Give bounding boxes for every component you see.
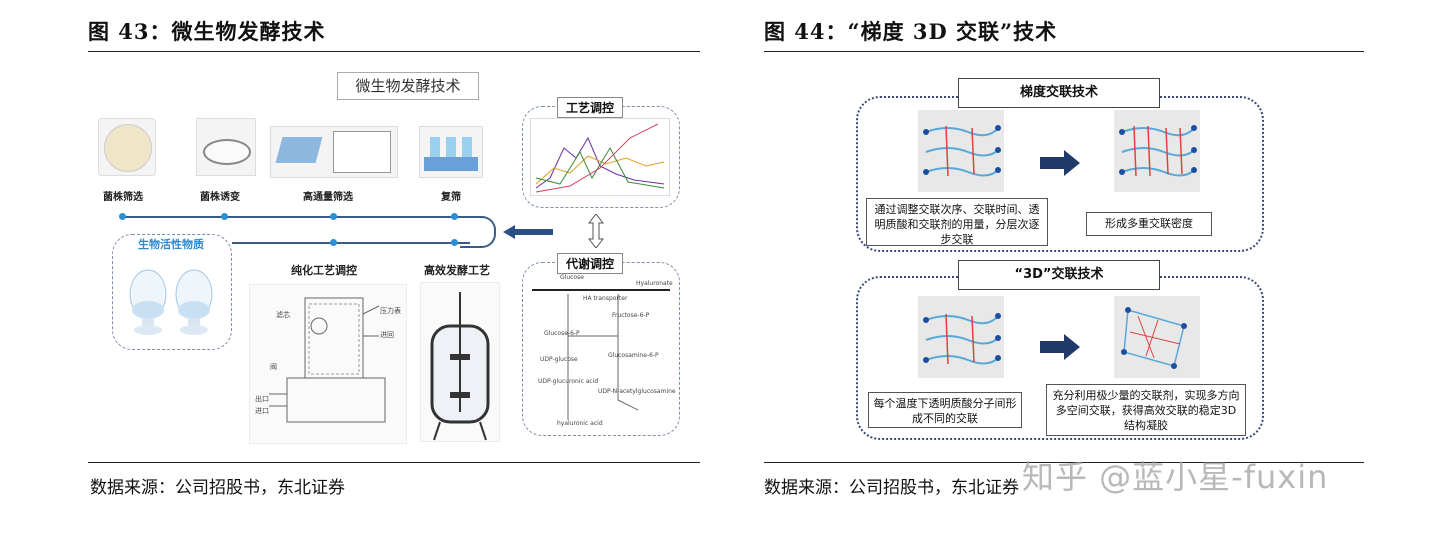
flask-shaker-image bbox=[419, 126, 483, 178]
udp-glucose-label: UDP-glucose bbox=[540, 356, 578, 363]
figure-43-title: 图 43：微生物发酵技术 bbox=[88, 19, 326, 44]
process-curve-chart bbox=[530, 118, 670, 196]
process-control-title: 工艺调控 bbox=[557, 97, 624, 118]
source-left: 数据来源：公司招股书，东北证券 bbox=[90, 478, 345, 498]
g6p-label: Glucose-6-P bbox=[544, 330, 580, 337]
step-dot bbox=[221, 213, 228, 220]
arrow-right-icon bbox=[1040, 334, 1080, 360]
source-rule-left bbox=[88, 462, 700, 463]
step-label-4: 复筛 bbox=[441, 192, 461, 203]
bio-active-label: 生物活性物质 bbox=[124, 236, 218, 254]
step-dot bbox=[451, 239, 458, 246]
glucose-label: Glucose bbox=[560, 274, 584, 281]
ha-label: hyaluronic acid bbox=[557, 420, 603, 427]
hyaluronate-label: Hyaluronate bbox=[636, 280, 673, 287]
step-label-2: 菌株诱变 bbox=[200, 192, 240, 203]
3d-text-left: 每个温度下透明质酸分子间形成不同的交联 bbox=[868, 392, 1022, 428]
3d-text-right: 充分利用极少量的交联剂，实现多方向多空间交联，获得高效交联的稳定3D结构凝胶 bbox=[1046, 384, 1246, 436]
gradient-text-right: 形成多重交联密度 bbox=[1086, 212, 1212, 236]
source-rule-right bbox=[764, 462, 1364, 463]
gradient-crosslink-header: 梯度交联技术 bbox=[958, 78, 1160, 108]
watermark: 知乎 @蓝小星-fuxin bbox=[1022, 458, 1329, 496]
network-image-before bbox=[918, 110, 1004, 192]
gradient-text-left: 通过调整交联次序、交联时间、透明质酸和交联剂的用量，分层次逐步交联 bbox=[866, 198, 1048, 246]
process-line-bottom bbox=[232, 242, 470, 244]
process-line-turn bbox=[460, 216, 496, 248]
step-dot bbox=[119, 213, 126, 220]
3d-crosslink-header: “3D”交联技术 bbox=[958, 260, 1160, 290]
purify-label: 纯化工艺调控 bbox=[291, 264, 357, 277]
temperature-network-image bbox=[918, 296, 1004, 378]
figure-44-title: 图 44：“梯度 3D 交联”技术 bbox=[764, 19, 1058, 44]
udp-glcnac-label: UDP-N-acetylglucosamine bbox=[598, 388, 676, 395]
title-rule-right bbox=[764, 51, 1364, 52]
inlet-return-label: 进回 bbox=[380, 331, 394, 339]
arrow-right-icon bbox=[1040, 150, 1080, 176]
inlet-label: 进口 bbox=[255, 407, 269, 415]
powder-flask-image bbox=[129, 269, 213, 335]
f6p-label: Fructose-6-P bbox=[612, 312, 650, 319]
ferment-label: 高效发酵工艺 bbox=[424, 264, 490, 277]
source-right: 数据来源：公司招股书，东北证券 bbox=[764, 478, 1019, 498]
valve-label: 阀 bbox=[270, 363, 277, 371]
step-label-3: 高通量筛选 bbox=[303, 192, 353, 203]
process-line-top bbox=[122, 216, 470, 218]
fermentation-banner: 微生物发酵技术 bbox=[337, 72, 479, 100]
purification-equipment-drawing bbox=[249, 284, 407, 444]
step-label-1: 菌株筛选 bbox=[103, 192, 143, 203]
plate-image bbox=[196, 118, 256, 176]
metabolic-pathway-diagram bbox=[532, 289, 670, 420]
fermenter-drawing bbox=[420, 282, 500, 442]
network-image-after bbox=[1114, 110, 1200, 192]
transporter-label: HA transporter bbox=[583, 295, 628, 302]
metabolic-control-title: 代谢调控 bbox=[557, 253, 624, 274]
bio-active-panel bbox=[112, 234, 232, 350]
title-rule-left bbox=[88, 51, 700, 52]
pressure-gauge-label: 压力表 bbox=[380, 307, 401, 315]
3d-network-image bbox=[1114, 296, 1200, 378]
step-dot bbox=[330, 213, 337, 220]
outlet-label: 出口 bbox=[255, 395, 269, 403]
filter-label: 滤芯 bbox=[276, 311, 290, 319]
step-dot bbox=[451, 213, 458, 220]
arrow-left-icon bbox=[503, 225, 553, 239]
screening-machine-image bbox=[270, 126, 398, 178]
double-arrow-icon bbox=[588, 214, 604, 248]
glucosamine-label: Glucosamine-6-P bbox=[608, 352, 659, 359]
step-dot bbox=[330, 239, 337, 246]
petri-dish-image bbox=[98, 118, 156, 176]
udp-glucuronic-label: UDP-glucuronic acid bbox=[538, 378, 599, 385]
